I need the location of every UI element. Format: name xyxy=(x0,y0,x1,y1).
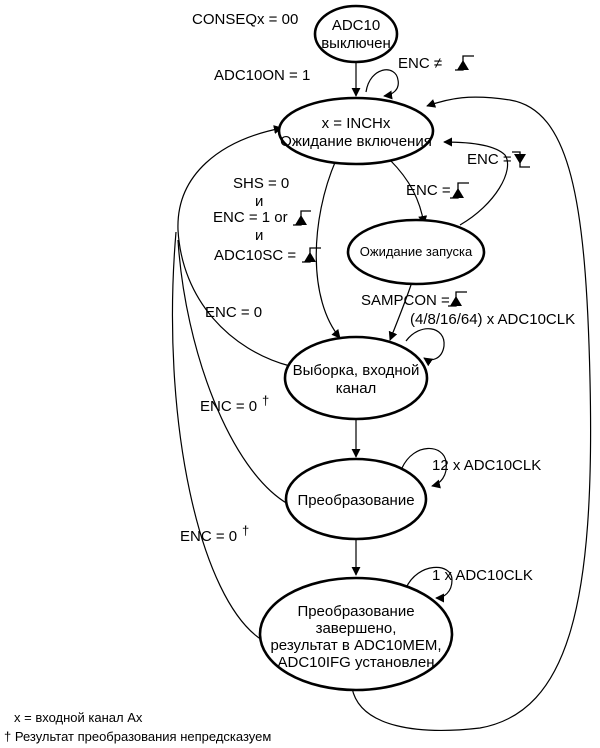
rising-edge-symbol xyxy=(302,247,321,263)
edge-convert-enc0 xyxy=(177,239,289,505)
edge-done-self-loop xyxy=(405,566,453,603)
label-enc1: ENC = 1 or xyxy=(213,209,288,226)
label-adc10on: ADC10ON = 1 xyxy=(214,67,310,84)
footnote-dagger-note: † Результат преобразования непредсказуем xyxy=(4,729,271,744)
label-conseq: CONSEQx = 00 xyxy=(192,11,298,28)
label-conv-time: 12 x ADC10CLK xyxy=(432,457,541,474)
state-sample: Выборка, входной канал xyxy=(283,335,429,421)
state-sample-line-1: Выборка, входной xyxy=(293,362,420,379)
state-convert: Преобразование xyxy=(284,457,428,541)
states: ADC10 выключен x = INCHx Ожидание включе… xyxy=(258,4,486,692)
label-enc0-b: ENC = 0 xyxy=(200,398,257,415)
state-off-line-2: выключен xyxy=(321,35,391,52)
label-and-2: и xyxy=(255,227,263,244)
label-sampcon: SAMPCON = xyxy=(361,292,450,309)
label-enc-not-equal: ENC ≠ xyxy=(398,55,442,72)
label-enc-fall: ENC = xyxy=(467,151,512,168)
transitions xyxy=(171,62,592,731)
falling-edge-symbol xyxy=(512,151,530,168)
state-wait-enable-line-1: x = INCHx xyxy=(322,115,391,132)
state-off-line-1: ADC10 xyxy=(332,17,380,34)
rising-edge-symbol xyxy=(450,182,469,199)
edge-wait-enable-to-sample xyxy=(315,159,341,339)
state-done-line-4: ADC10IFG установлен xyxy=(277,654,434,671)
edge-sample-enc0-to-wait-enable xyxy=(177,125,291,367)
label-dagger-b: † xyxy=(262,393,269,408)
state-convert-line-1: Преобразование xyxy=(297,492,414,509)
state-done-line-1: Преобразование xyxy=(297,603,414,620)
rising-edge-symbol xyxy=(448,291,467,307)
state-done: Преобразование завершено, результат в AD… xyxy=(258,576,454,692)
label-sample-time: (4/8/16/64) x ADC10CLK xyxy=(410,311,575,328)
rising-edge-symbol xyxy=(293,210,311,226)
edge-off-self-loop xyxy=(365,69,399,100)
edge-labels: CONSEQx = 00 ADC10ON = 1 ENC ≠ ENC = ENC… xyxy=(180,11,575,584)
state-adc10-off: ADC10 выключен xyxy=(313,4,399,64)
edge-done-to-wait-enable xyxy=(351,96,592,731)
label-done-time: 1 x ADC10CLK xyxy=(432,567,533,584)
label-and-1: и xyxy=(255,193,263,210)
edge-wait-enable-to-wait-trigger xyxy=(389,159,428,225)
state-wait-trigger-line-1: Ожидание запуска xyxy=(360,244,473,259)
edge-sample-self-loop xyxy=(405,328,445,367)
state-done-line-2: завершено, xyxy=(316,620,397,637)
rising-edge-symbol xyxy=(455,55,474,71)
label-enc-rise: ENC = xyxy=(406,182,451,199)
edge-wait-trigger-to-wait-enable xyxy=(443,137,509,226)
label-dagger-c: † xyxy=(242,523,249,538)
state-done-line-3: результат в ADC10MEM, xyxy=(270,637,441,654)
state-wait-enable-line-2: Ожидание включения xyxy=(280,133,432,150)
footnote-x-definition: x = входной канал Ax xyxy=(14,710,143,725)
label-shs: SHS = 0 xyxy=(233,175,289,192)
label-enc0-a: ENC = 0 xyxy=(205,304,262,321)
edge-wait-trigger-to-sample xyxy=(388,281,413,341)
footnotes: x = входной канал Ax † Результат преобра… xyxy=(4,710,271,744)
label-adc10sc: ADC10SC = xyxy=(214,247,296,264)
edge-convert-self-loop xyxy=(401,447,447,489)
label-enc0-c: ENC = 0 xyxy=(180,528,237,545)
state-wait-enable: x = INCHx Ожидание включения xyxy=(277,96,435,166)
state-wait-trigger: Ожидание запуска xyxy=(346,218,486,286)
edge-done-enc0 xyxy=(171,231,263,641)
state-sample-line-2: канал xyxy=(336,380,377,397)
